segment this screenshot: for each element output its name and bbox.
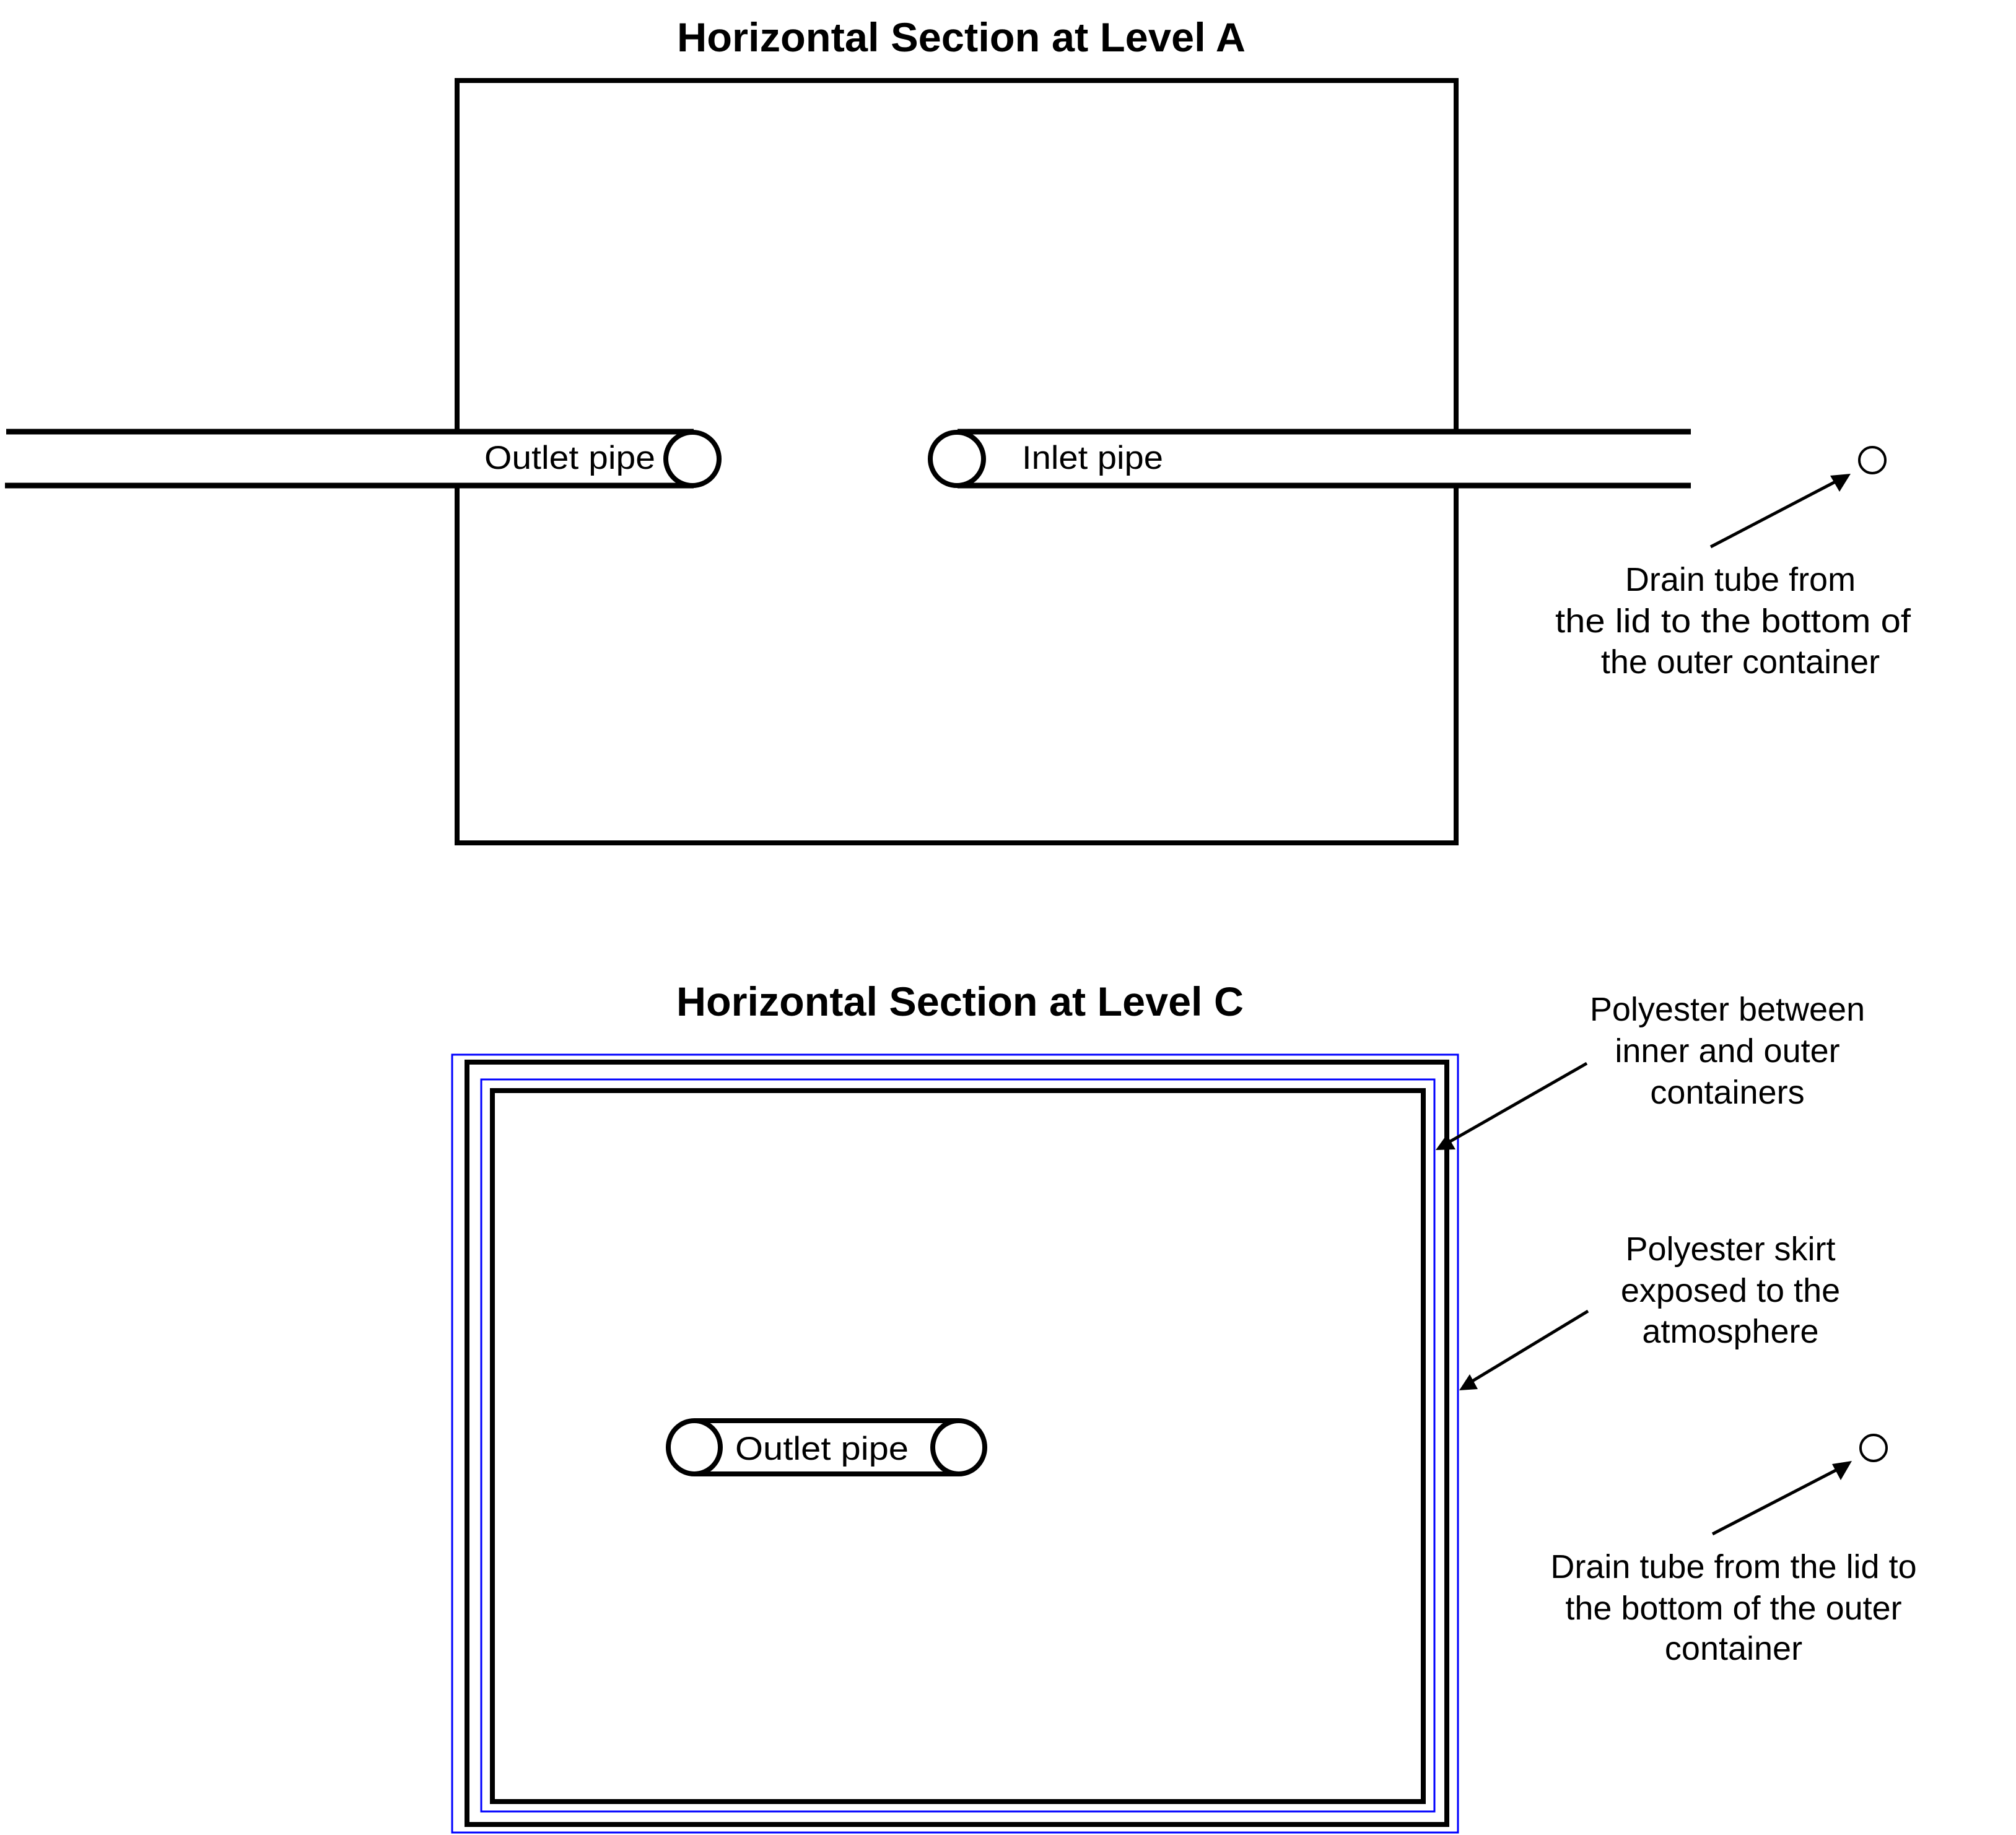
- polyester-skirt-label-line-1: Polyester skirt: [1625, 1231, 1835, 1268]
- drain-tube-icon: [1859, 1434, 1888, 1462]
- polyester-skirt-arrow-shaft: [1469, 1309, 1589, 1384]
- polyester-between-arrowhead-icon: [1436, 1135, 1455, 1150]
- section-a-title: Horizontal Section at Level A: [677, 14, 1246, 60]
- outlet-pipe-label: Outlet pipe: [735, 1431, 909, 1467]
- outlet-pipe-end-icon: [663, 430, 722, 488]
- drain-tube-arrowhead-icon: [1830, 474, 1851, 492]
- inlet-pipe-label: Inlet pipe: [1022, 440, 1163, 476]
- outer-polyester-skirt: [451, 1053, 1459, 1834]
- inner-polyester-layer: [480, 1078, 1436, 1813]
- outer-container-outline: [465, 1060, 1449, 1827]
- inlet-wall-gap: [1451, 434, 1460, 483]
- section-c-title: Horizontal Section at Level C: [676, 979, 1244, 1024]
- drain-tube-label-line-2: the lid to the bottom of: [1555, 603, 1911, 640]
- drain-tube-icon: [1858, 446, 1887, 474]
- section-c-outlet-pipe: Outlet pipe: [666, 1418, 987, 1476]
- outlet-pipe-right-end-icon: [930, 1418, 987, 1476]
- outlet-pipe-left-end-icon: [666, 1418, 723, 1476]
- polyester-between-label-line-3: containers: [1650, 1074, 1804, 1111]
- polyester-skirt-arrowhead-icon: [1459, 1374, 1478, 1390]
- inlet-pipe-end-icon: [928, 430, 986, 488]
- polyester-between-annotation: Polyester between inner and outer contai…: [1436, 991, 1865, 1150]
- drain-tube-label-line-3: container: [1665, 1630, 1802, 1667]
- drain-tube-label-line-1: Drain tube from the lid to: [1550, 1548, 1916, 1585]
- section-a-drain-tube: Drain tube from the lid to the bottom of…: [1555, 446, 1911, 681]
- outlet-pipe-label: Outlet pipe: [484, 440, 655, 476]
- polyester-skirt-annotation: Polyester skirt exposed to the atmospher…: [1459, 1231, 1840, 1390]
- polyester-between-arrow-shaft: [1447, 1061, 1588, 1144]
- section-a-inlet-pipe: Inlet pipe: [928, 429, 1691, 489]
- drain-tube-label-line-2: the bottom of the outer: [1565, 1590, 1901, 1627]
- polyester-between-label-line-2: inner and outer: [1615, 1032, 1839, 1070]
- polyester-between-label-line-1: Polyester between: [1590, 991, 1865, 1028]
- drain-tube-arrowhead-icon: [1832, 1461, 1852, 1480]
- inner-container-outline: [490, 1088, 1426, 1804]
- polyester-skirt-label-line-2: exposed to the: [1621, 1272, 1840, 1309]
- drain-tube-label-line-3: the outer container: [1601, 643, 1880, 681]
- section-a: Horizontal Section at Level A Outlet pip…: [5, 14, 1911, 845]
- section-c: Horizontal Section at Level C Outlet pip…: [451, 979, 1917, 1834]
- section-a-outlet-pipe: Outlet pipe: [5, 429, 722, 489]
- section-c-drain-tube: Drain tube from the lid to the bottom of…: [1550, 1434, 1917, 1667]
- polyester-skirt-label-line-3: atmosphere: [1642, 1313, 1818, 1350]
- outlet-wall-gap: [453, 434, 462, 483]
- drain-tube-arrow-shaft: [1709, 479, 1838, 549]
- drain-tube-arrow-shaft: [1711, 1467, 1839, 1536]
- drain-tube-label-line-1: Drain tube from: [1625, 561, 1856, 598]
